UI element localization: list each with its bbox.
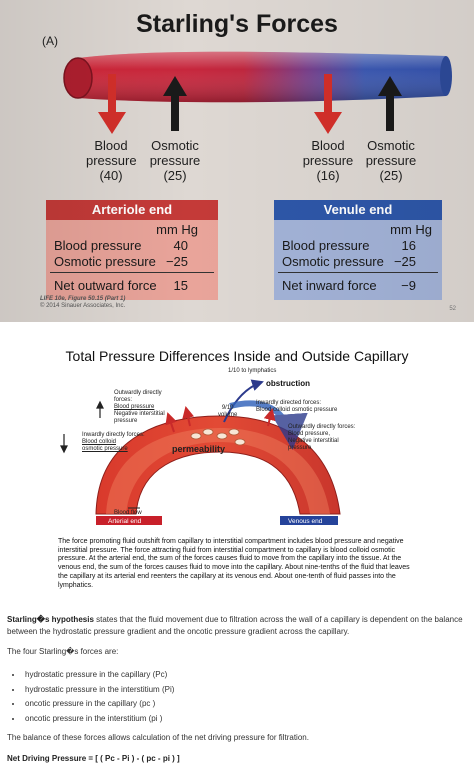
venule-unit: mm Hg xyxy=(390,222,432,237)
forces-list: hydrostatic pressure in the capillary (P… xyxy=(7,668,174,726)
hypothesis-paragraph: Starling�s hypothesis states that the fl… xyxy=(7,615,463,636)
net-driving-pressure-formula: Net Driving Pressure = [ ( Pc - Pi ) - (… xyxy=(7,754,180,763)
arteriole-divider xyxy=(50,272,214,273)
venule-row-osmotic: Osmotic pressure−25 xyxy=(282,254,416,269)
venous-end-label: Venous end xyxy=(288,518,323,525)
balance-sentence: The balance of these forces allows calcu… xyxy=(7,733,309,742)
down-arrow-left xyxy=(60,434,68,454)
permeability-pores xyxy=(190,428,246,446)
list-item: oncotic pressure in the capillary (pc ) xyxy=(23,697,174,712)
arterial-end-bar xyxy=(96,516,162,525)
hypothesis-term: Starling�s hypothesis xyxy=(7,615,94,624)
obstruction-label: obstruction xyxy=(266,379,310,388)
venule-divider xyxy=(278,272,438,273)
arrow-blood-right xyxy=(314,74,342,134)
panel-label: (A) xyxy=(42,34,58,48)
arrow-blood-left xyxy=(98,74,126,134)
arteriole-unit: mm Hg xyxy=(156,222,198,237)
blood-vessel-illustration xyxy=(63,51,452,134)
venule-header: Venule end xyxy=(274,200,442,220)
list-item: oncotic pressure in the interstitium (pi… xyxy=(23,712,174,727)
capillary-diagram xyxy=(60,379,341,525)
diagram-caption: The force promoting fluid outshift from … xyxy=(58,538,410,589)
permeability-label: permeability xyxy=(172,444,226,454)
up-arrow-left xyxy=(96,400,104,418)
slide-title: Starling's Forces xyxy=(136,10,338,38)
slide-page-number: 52 xyxy=(449,306,456,312)
figure-caption: LIFE 10e, Figure 50.15 (Part 1) © 2014 S… xyxy=(40,296,126,309)
lymph-label: 1/10 to lymphatics xyxy=(228,368,277,374)
arteriole-header: Arteriole end xyxy=(46,200,218,220)
arrow-osmotic-left xyxy=(163,76,187,131)
starling-slide-photo: Starling's Forces (A) xyxy=(0,0,474,322)
four-forces-intro: The four Starling�s forces are: xyxy=(7,647,119,656)
lymphatic-flow-arrow xyxy=(223,379,264,423)
arterial-end-label: Arterial end xyxy=(108,518,142,525)
arrow-osmotic-right xyxy=(378,76,402,131)
list-item: hydrostatic pressure in the interstitium… xyxy=(23,683,174,698)
inward-forces-top: Inwardly directed forces:Blood colloid o… xyxy=(256,400,338,413)
venule-net: Net inward force−9 xyxy=(282,278,416,293)
diagram-title: Total Pressure Differences Inside and Ou… xyxy=(65,348,409,364)
vessel-opening xyxy=(63,57,93,99)
venous-end-bar xyxy=(280,516,338,525)
blood-flow-label: Blood flow xyxy=(114,510,142,516)
outward-forces-right: Outwardly directly forces:Blood pressure… xyxy=(288,424,356,451)
arteriole-row-osmotic: Osmotic pressure−25 xyxy=(54,254,188,269)
inward-arrows-right xyxy=(263,408,276,427)
list-item: hydrostatic pressure in the capillary (P… xyxy=(23,668,174,683)
outward-arrows-left xyxy=(165,406,195,433)
